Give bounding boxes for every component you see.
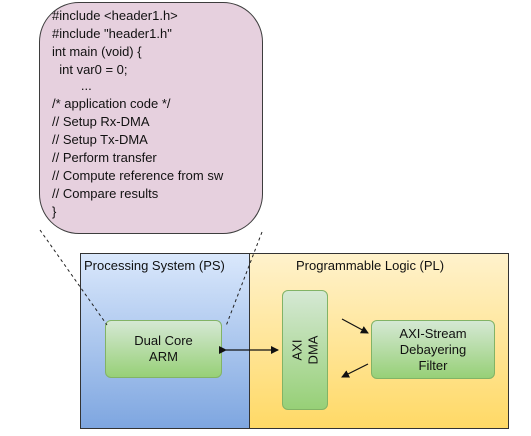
filter-to-dma-arrow <box>341 363 369 378</box>
ps-region-title: Processing System (PS) <box>84 258 225 273</box>
code-line: } <box>52 204 57 219</box>
code-line: // Perform transfer <box>52 150 157 165</box>
code-line: // Setup Rx-DMA <box>52 114 150 129</box>
code-line: int main (void) { <box>52 44 142 59</box>
code-line: // Setup Tx-DMA <box>52 132 148 147</box>
code-line: #include <header1.h> <box>52 8 178 23</box>
filter-block-label-line3: Filter <box>418 357 448 373</box>
code-line: // Compute reference from sw <box>52 168 224 183</box>
axi-dma-block: AXI DMA <box>282 290 328 410</box>
filter-block-label-line2: Debayering <box>399 341 467 357</box>
code-line: // Compare results <box>52 186 159 201</box>
arm-block-label-line2: ARM <box>149 349 178 364</box>
code-line: int var0 = 0; <box>52 62 128 77</box>
pl-region-title: Programmable Logic (PL) <box>296 258 445 273</box>
axi-stream-debayering-filter-block: AXI-Stream Debayering Filter <box>371 320 495 379</box>
filter-block-label-line1: AXI-Stream <box>399 325 467 341</box>
code-line: ... <box>52 78 92 93</box>
code-line: #include "header1.h" <box>52 26 172 41</box>
code-line: /* application code */ <box>52 96 171 111</box>
arm-block-label-line1: Dual Core <box>134 333 193 348</box>
callout-dashed-line-right <box>225 231 263 327</box>
dual-core-arm-block: Dual Core ARM <box>105 320 222 378</box>
code-callout-bubble <box>39 2 263 234</box>
callout-dashed-line-left <box>39 229 108 326</box>
dma-to-filter-arrow <box>341 318 369 334</box>
